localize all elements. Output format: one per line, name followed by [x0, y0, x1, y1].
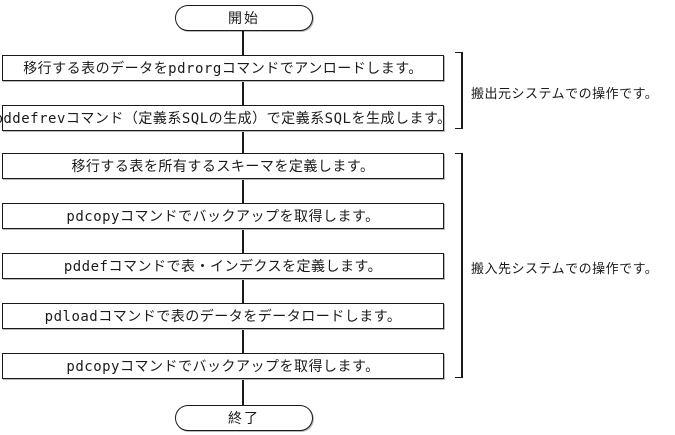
step-label: pdloadコマンドで表のデータをデータロードします。	[44, 309, 402, 325]
connector-line	[242, 279, 244, 303]
connector-line	[242, 329, 244, 353]
annotation-source-system: 搬出元システムでの操作です。	[471, 87, 659, 102]
step-label: pddefコマンドで表・インデクスを定義します。	[63, 259, 383, 275]
connector-line	[242, 30, 244, 55]
step-box-unload: 移行する表のデータをpdrorgコマンドでアンロードします。	[2, 55, 444, 81]
step-box-pdcopy-backup-1: pdcopyコマンドでバックアップを取得します。	[2, 203, 444, 229]
start-terminal-label: 開始	[228, 11, 260, 27]
start-terminal: 開始	[175, 5, 313, 31]
step-label: pddefrevコマンド（定義系SQLの生成）で定義系SQLを生成します。	[0, 111, 452, 127]
connector-line	[242, 179, 244, 203]
step-label: 移行する表を所有するスキーマを定義します。	[71, 159, 375, 175]
end-terminal-label: 終了	[228, 411, 260, 427]
group-bracket-destination-system	[455, 153, 463, 378]
connector-line	[242, 229, 244, 253]
step-label: 移行する表のデータをpdrorgコマンドでアンロードします。	[23, 61, 423, 77]
step-box-pdcopy-backup-2: pdcopyコマンドでバックアップを取得します。	[2, 353, 444, 379]
step-label: pdcopyコマンドでバックアップを取得します。	[66, 209, 380, 225]
step-box-pddefrev: pddefrevコマンド（定義系SQLの生成）で定義系SQLを生成します。	[0, 105, 451, 131]
connector-line	[242, 131, 244, 153]
step-box-pddef: pddefコマンドで表・インデクスを定義します。	[2, 253, 444, 279]
step-box-define-schema: 移行する表を所有するスキーマを定義します。	[2, 153, 444, 179]
step-box-pdload: pdloadコマンドで表のデータをデータロードします。	[2, 303, 444, 329]
annotation-destination-system: 搬入先システムでの操作です。	[471, 262, 659, 277]
connector-line	[242, 81, 244, 105]
connector-line	[242, 379, 244, 405]
end-terminal: 終了	[175, 405, 313, 431]
group-bracket-source-system	[455, 52, 463, 129]
step-label: pdcopyコマンドでバックアップを取得します。	[66, 359, 380, 375]
